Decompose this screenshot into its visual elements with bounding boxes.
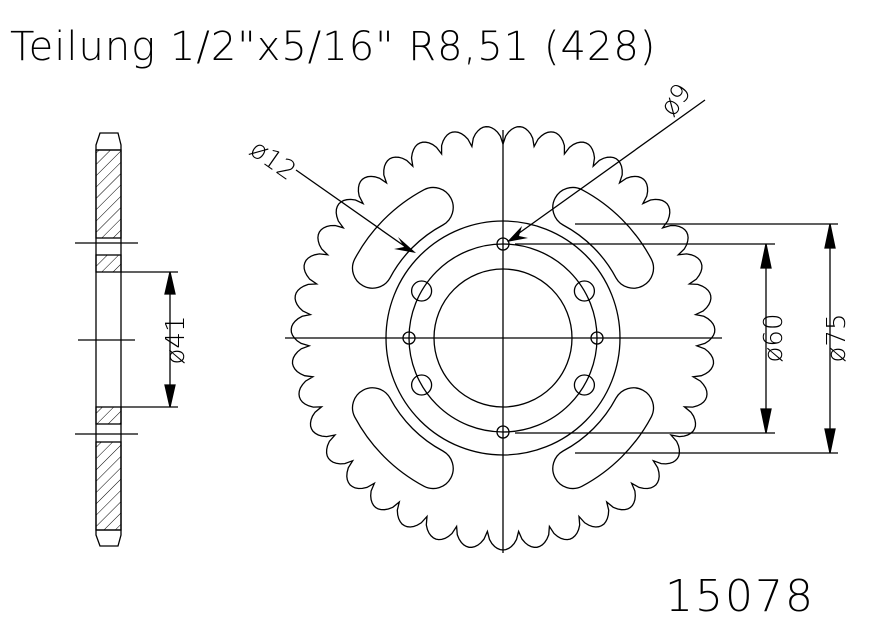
side-view [75, 132, 178, 547]
lightening-slot [552, 186, 655, 289]
front-view [285, 99, 838, 553]
bolt-hole [496, 425, 510, 439]
bolt-hole [573, 374, 596, 396]
bolt-hole [496, 237, 510, 251]
dim-bolt-circle: ø75 [822, 314, 852, 363]
side-view-outline [95, 132, 122, 547]
pin-hole [590, 331, 604, 345]
pin-hole [402, 331, 416, 345]
leader-pin-hole [514, 99, 706, 237]
part-number: 15078 [665, 571, 815, 620]
dim-pin-circle: ø60 [759, 314, 789, 363]
arrow-pin-hole [507, 226, 528, 242]
side-hatch-hub-top [95, 254, 122, 273]
center-bore [433, 268, 573, 408]
side-hatch-bottom [95, 441, 122, 531]
bolt-hole [410, 374, 433, 396]
dim-hub-bore: ø41 [161, 316, 191, 365]
side-hatch-hub-bottom [95, 406, 122, 425]
drawing-title: Teilung 1/2"x5/16" R8,51 (428) [10, 24, 656, 70]
lightening-slots [351, 186, 655, 490]
bolt-hole [410, 280, 433, 302]
dim-pin-hole: ø9 [654, 78, 697, 122]
lightening-slot [351, 387, 454, 490]
bolt-holes [402, 237, 604, 439]
bolt-circle [408, 243, 598, 433]
lightening-slot [552, 387, 655, 490]
leader-bolt-hole [295, 169, 411, 251]
arrow-bolt-hole [394, 237, 416, 253]
outer-hub-circle [385, 220, 621, 456]
dim-bolt-hole: ø12 [244, 134, 301, 187]
bolt-hole [573, 280, 596, 302]
lightening-slot [351, 186, 454, 289]
side-hatch-top [95, 149, 122, 239]
